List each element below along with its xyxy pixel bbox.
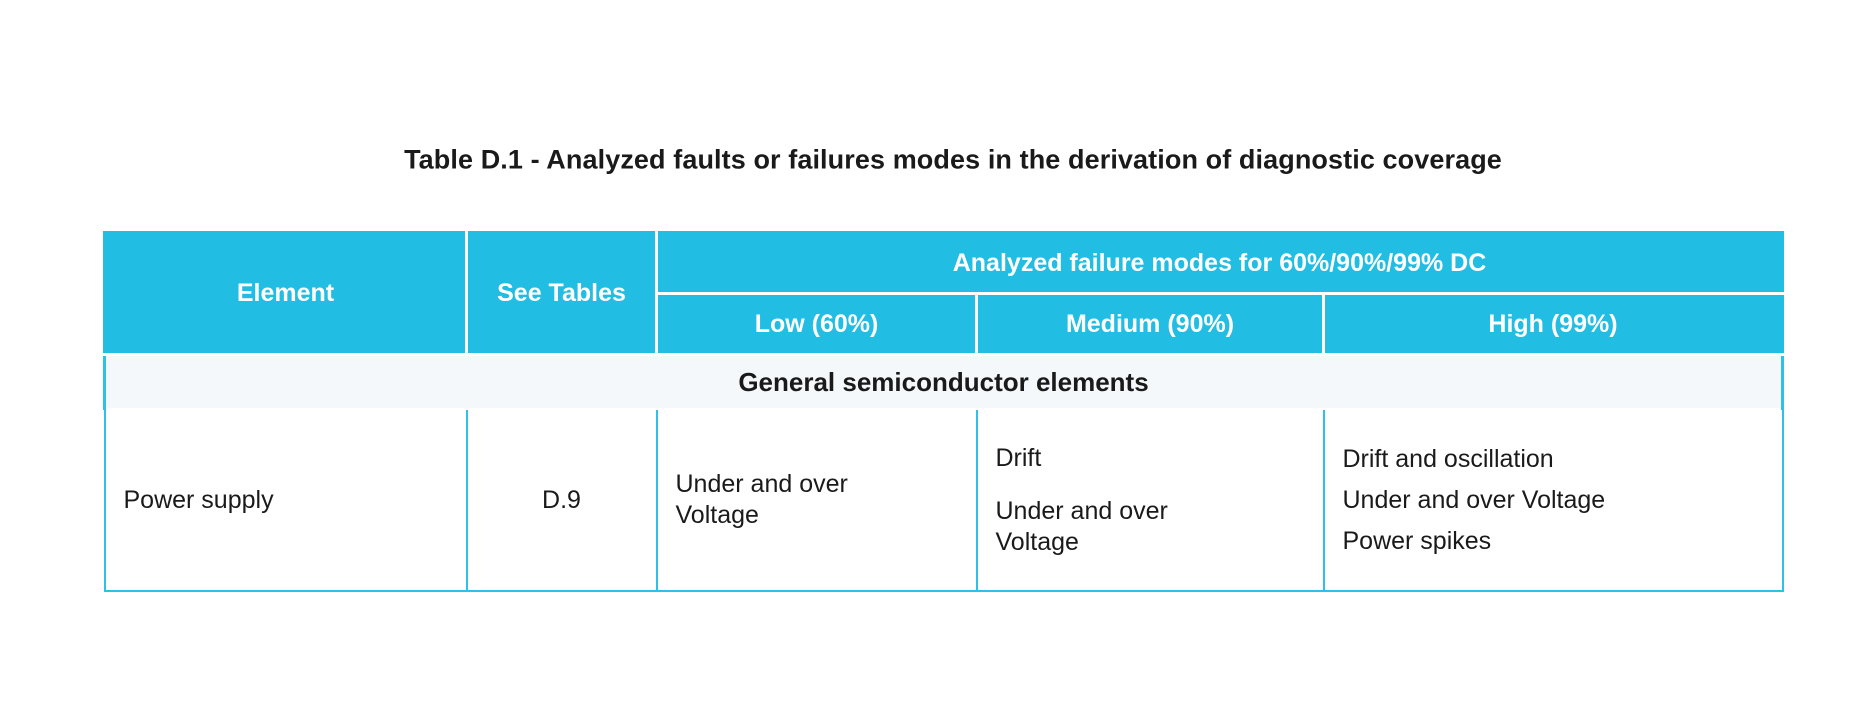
section-header-row: General semiconductor elements [102,353,1785,410]
cell-element-power-supply: Power supply [103,408,468,592]
cell-low-failure-modes: Under and over Voltage [655,408,978,592]
column-header-element: Element [103,231,468,356]
table-header: Element See Tables Analyzed failure mode… [103,231,1785,356]
column-header-medium: Medium (90%) [975,292,1325,356]
table-row: Power supply D.9 Under and over Voltage … [103,408,1784,592]
failure-mode-item: Under and over Voltage [675,470,848,529]
column-header-analyzed-failure-modes: Analyzed failure modes for 60%/90%/99% D… [654,231,1785,295]
cell-high-failure-modes: Drift and oscillation Under and over Vol… [1322,408,1784,592]
table-container: Element See Tables Analyzed failure mode… [102,231,1785,592]
failure-mode-item: Under and over Voltage [995,496,1168,556]
failure-mode-item: Drift and oscillation [1342,444,1554,473]
section-label-general-semiconductor-elements: General semiconductor elements [102,353,1785,410]
header-row-secondary: Low (60%) Medium (90%) High (99%) [105,292,1785,356]
header-row-primary: Element See Tables Analyzed failure mode… [103,231,1785,356]
failure-mode-item: Power spikes [1342,526,1492,555]
analyzed-failure-modes-table: Element See Tables Analyzed failure mode… [102,231,1785,592]
table-body: General semiconductor elements Power sup… [102,353,1785,592]
cell-medium-failure-modes: Drift Under and over Voltage [975,408,1325,592]
page-title: Table D.1 - Analyzed faults or failures … [404,144,1502,175]
column-header-high: High (99%) [1321,292,1785,356]
column-header-low: Low (60%) [655,292,978,356]
failure-mode-item: Drift [995,443,1042,472]
column-header-see-tables: See Tables [465,231,658,356]
failure-mode-item: Under and over Voltage [1342,485,1606,514]
cell-see-tables-reference: D.9 [465,408,658,592]
